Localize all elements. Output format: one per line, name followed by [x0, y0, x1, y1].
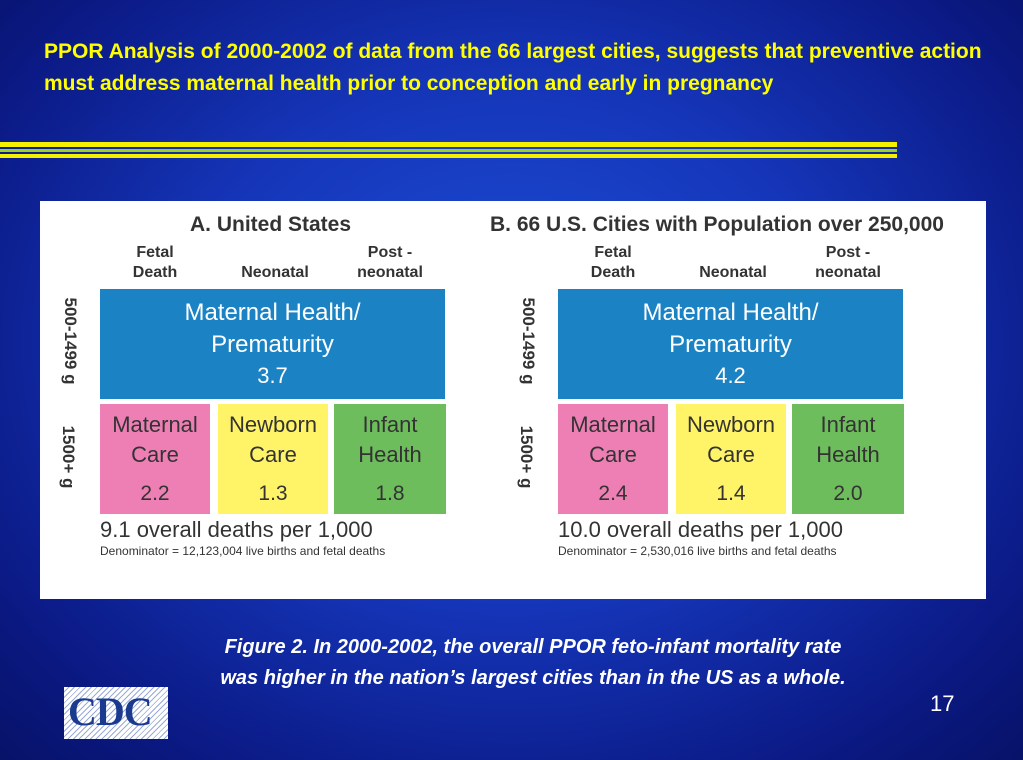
column-header-line: Post -: [825, 244, 871, 261]
row-label-1500g-plus: 1500+ g: [59, 425, 78, 489]
box-label-line: Maternal: [112, 412, 198, 437]
title-rule-bottom: [0, 154, 897, 158]
column-header-neonatal: Neonatal: [241, 264, 309, 281]
title-rule-top: [0, 142, 897, 147]
maternal-care-box: Maternal Care 2.4: [558, 404, 668, 514]
infant-health-box: Infant Health 2.0: [792, 404, 904, 514]
figure-caption: Figure 2. In 2000-2002, the overall PPOR…: [100, 632, 966, 694]
maternal-care-box: Maternal Care 2.2: [100, 404, 210, 514]
newborn-care-box: Newborn Care 1.3: [218, 404, 328, 514]
box-label-line: Infant: [362, 412, 418, 437]
slide-title: PPOR Analysis of 2000-2002 of data from …: [44, 40, 982, 95]
cdc-logo: CDC: [64, 687, 168, 739]
panel-title: A. United States: [190, 213, 352, 236]
box-value: 1.8: [375, 482, 405, 505]
column-header-line: neonatal: [815, 264, 881, 281]
column-header-line: Fetal: [594, 244, 632, 261]
column-header-fetal-death: Fetal Death: [558, 243, 668, 283]
row-label-500-1499g: 500-1499 g: [61, 297, 80, 385]
title-rule-middle: [0, 149, 897, 152]
logo-text: CDC: [68, 689, 153, 734]
box-label-line: Care: [589, 442, 637, 467]
box-value: 3.7: [257, 363, 288, 388]
column-header-line: neonatal: [357, 264, 423, 281]
caption-line: Figure 2. In 2000-2002, the overall PPOR…: [224, 636, 842, 658]
column-header-line: Post -: [367, 244, 413, 261]
box-label-line: Prematurity: [669, 331, 792, 358]
row-label-1500g-plus: 1500+ g: [517, 425, 536, 489]
box-label-line: Health: [358, 442, 422, 467]
box-label-line: Care: [249, 442, 297, 467]
panel-66-cities: B. 66 U.S. Cities with Population over 2…: [490, 201, 958, 599]
caption-line: was higher in the nation’s largest citie…: [220, 667, 846, 689]
logo-pattern: [64, 687, 168, 739]
panel-united-states: A. United States Fetal Death Neonatal Po…: [40, 201, 500, 599]
box-label-line: Maternal Health/: [642, 299, 819, 326]
column-header-postneonatal: Post - neonatal: [334, 243, 446, 283]
box-label-line: Prematurity: [211, 331, 334, 358]
maternal-health-prematurity-box: Maternal Health/ Prematurity 4.2: [558, 289, 903, 399]
page-number: 17: [930, 691, 955, 716]
newborn-care-box: Newborn Care 1.4: [676, 404, 786, 514]
column-header-line: Death: [590, 264, 636, 281]
denominator-note: Denominator = 12,123,004 live births and…: [100, 544, 386, 558]
panel-title: B. 66 U.S. Cities with Population over 2…: [490, 213, 944, 236]
row-label-500-1499g: 500-1499 g: [519, 297, 538, 385]
box-value: 1.4: [716, 482, 746, 505]
box-value: 2.4: [598, 482, 628, 505]
overall-deaths-rate: 10.0 overall deaths per 1,000: [558, 517, 843, 542]
infant-health-box: Infant Health 1.8: [334, 404, 446, 514]
box-value: 2.0: [833, 482, 863, 505]
box-label-line: Care: [131, 442, 179, 467]
column-header-postneonatal: Post - neonatal: [792, 243, 904, 283]
box-value: 1.3: [258, 482, 288, 505]
box-label-line: Care: [707, 442, 755, 467]
overall-deaths-rate: 9.1 overall deaths per 1,000: [100, 517, 373, 542]
box-label-line: Newborn: [686, 412, 776, 437]
column-header-line: Death: [132, 264, 178, 281]
maternal-health-prematurity-box: Maternal Health/ Prematurity 3.7: [100, 289, 445, 399]
column-header-neonatal: Neonatal: [699, 264, 767, 281]
column-header-fetal-death: Fetal Death: [100, 243, 210, 283]
column-header-line: Fetal: [136, 244, 174, 261]
box-value: 4.2: [715, 363, 746, 388]
box-label-line: Infant: [820, 412, 876, 437]
box-label-line: Newborn: [228, 412, 318, 437]
box-label-line: Maternal: [570, 412, 656, 437]
box-label-line: Health: [816, 442, 880, 467]
box-value: 2.2: [140, 482, 170, 505]
box-label-line: Maternal Health/: [184, 299, 361, 326]
figure-panel: A. United States Fetal Death Neonatal Po…: [40, 201, 986, 599]
denominator-note: Denominator = 2,530,016 live births and …: [558, 544, 837, 558]
